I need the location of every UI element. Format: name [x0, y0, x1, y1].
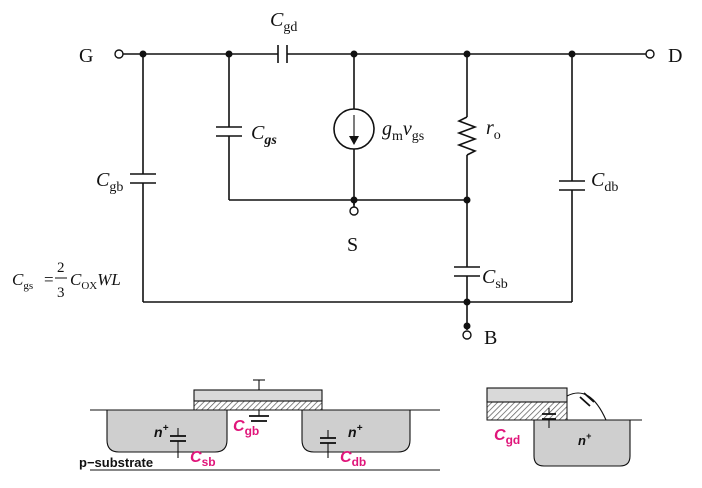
formula-denominator: 3 [57, 285, 65, 301]
cross-csb-label: Csb [190, 449, 216, 469]
node [463, 322, 471, 330]
cross-cdb-label: Cdb [340, 449, 366, 469]
formula-equals: = [44, 270, 54, 289]
fringe-cap-plate1 [579, 396, 591, 407]
source-nplus-label: n+ [154, 423, 169, 440]
cdb-label: Cdb [591, 169, 618, 195]
cgb-label: Cgb [96, 169, 123, 195]
fringe-arc [566, 392, 607, 421]
fringe-cap-plate2 [583, 392, 595, 403]
formula-cox: COXWL [70, 270, 121, 292]
detail-nplus-label: n+ [578, 431, 592, 448]
cross-cgd-label: Cgd [494, 427, 520, 447]
body-label: B [484, 327, 497, 349]
formula-numerator: 2 [57, 260, 65, 276]
drain-label: D [668, 45, 682, 67]
resistor-ro [456, 116, 478, 156]
cross-cgb-label: Cgb [233, 418, 259, 438]
substrate-label: p−substrate [79, 455, 153, 470]
drain-diffusion [301, 409, 411, 453]
detail-gate-oxide [486, 401, 568, 421]
gate-label: G [79, 45, 93, 67]
detail-drain-diffusion [533, 419, 631, 467]
body-terminal [462, 330, 472, 340]
detail-gate-poly [486, 387, 568, 403]
drain-nplus-label: n+ [348, 423, 363, 440]
cgd-label: Cgd [270, 9, 297, 35]
gate-terminal [114, 49, 124, 59]
source-label: S [347, 234, 358, 256]
mosfet-cross-section: n+ n+ p−substrate Cgb Csb Cdb [79, 379, 440, 471]
csb-label: Csb [482, 266, 508, 292]
source-terminal [349, 206, 359, 216]
gate-oxide [193, 400, 323, 411]
gm-vgs-label: gmvgs [382, 118, 424, 144]
gate-poly [193, 389, 323, 402]
formula-lhs: Cgs [12, 270, 33, 292]
overlap-detail: n+ Cgd [486, 387, 642, 467]
drain-terminal [645, 49, 655, 59]
cgs-label: Cgs [251, 122, 277, 148]
small-signal-circuit: G D S B Cgd Cgs Cgb Cdb Csb gmvgs ro [79, 9, 682, 349]
down-arrow-icon [349, 136, 359, 145]
source-diffusion [106, 409, 228, 453]
ro-label: ro [486, 117, 501, 143]
cgs-formula: Cgs = 2 3 COXWL [12, 260, 121, 301]
